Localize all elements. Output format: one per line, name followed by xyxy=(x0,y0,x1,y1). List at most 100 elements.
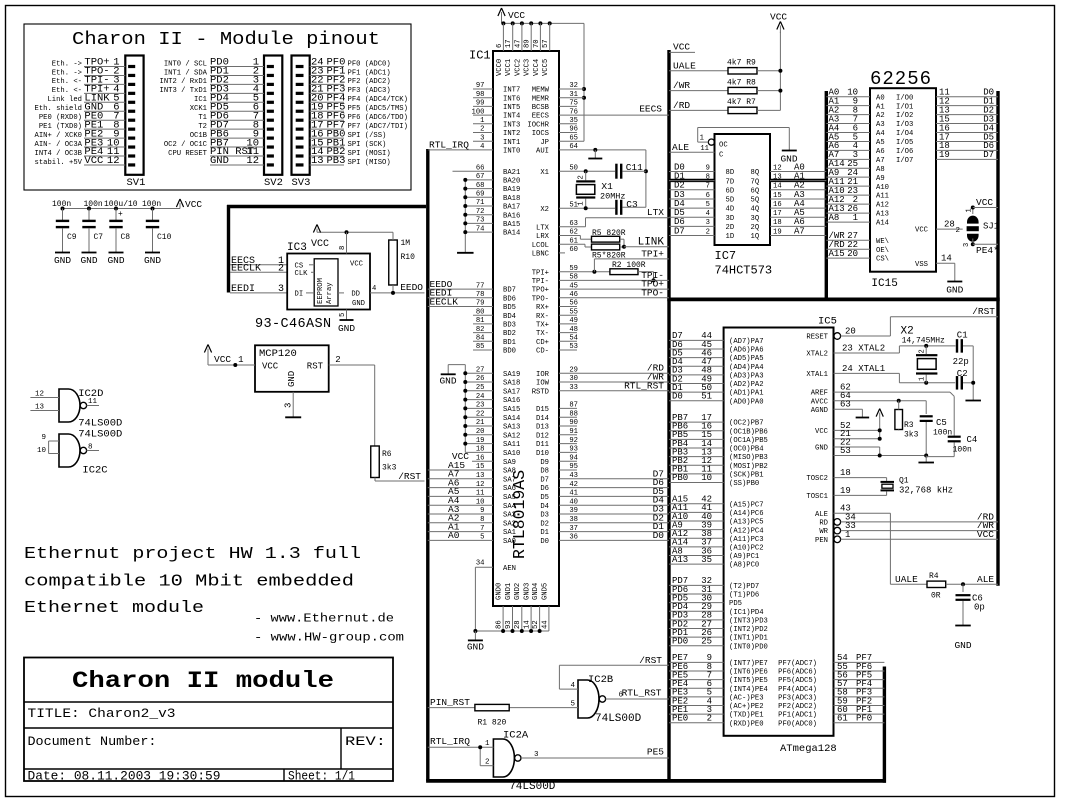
svg-text:RTL8019AS: RTL8019AS xyxy=(510,470,529,559)
svg-text:93: 93 xyxy=(569,446,578,454)
svg-text:54: 54 xyxy=(837,653,848,663)
svg-text:43: 43 xyxy=(569,472,578,480)
svg-text:I/O5: I/O5 xyxy=(896,139,913,147)
svg-text:INT1: INT1 xyxy=(503,139,520,147)
svg-text:VCC2: VCC2 xyxy=(514,59,522,76)
svg-text:A11: A11 xyxy=(829,177,845,187)
svg-text:21: 21 xyxy=(311,84,324,96)
svg-text:30: 30 xyxy=(569,375,578,383)
svg-text:71: 71 xyxy=(476,199,485,207)
svg-text:TOSC2: TOSC2 xyxy=(806,475,828,483)
svg-text:(AD4)PA4: (AD4)PA4 xyxy=(729,364,764,372)
svg-text:28: 28 xyxy=(514,620,522,629)
svg-text:59: 59 xyxy=(837,696,848,706)
svg-text:C6: C6 xyxy=(972,594,983,604)
svg-text:GND: GND xyxy=(84,101,103,113)
svg-text:8: 8 xyxy=(853,105,858,115)
svg-text:1D: 1D xyxy=(726,233,735,241)
svg-text:VCC0: VCC0 xyxy=(496,59,504,76)
svg-text:2: 2 xyxy=(707,714,712,724)
svg-text:7: 7 xyxy=(253,110,259,122)
svg-text:1: 1 xyxy=(845,530,850,540)
svg-text:16: 16 xyxy=(476,454,485,462)
svg-text:PB5: PB5 xyxy=(672,430,688,440)
svg-text:10: 10 xyxy=(847,88,858,98)
svg-text:12: 12 xyxy=(107,155,120,167)
svg-text:A4: A4 xyxy=(876,130,885,138)
svg-text:R1 820: R1 820 xyxy=(478,719,507,728)
svg-text:SA15: SA15 xyxy=(503,406,520,414)
svg-text:A7: A7 xyxy=(876,157,885,165)
svg-text:50: 50 xyxy=(701,383,712,393)
svg-text:3: 3 xyxy=(853,150,858,160)
svg-text:7: 7 xyxy=(480,525,484,533)
svg-text:A8: A8 xyxy=(672,546,683,556)
svg-text:9: 9 xyxy=(253,128,259,140)
svg-text:12: 12 xyxy=(35,391,44,399)
svg-text:1M: 1M xyxy=(401,239,411,248)
svg-text:74LS00D: 74LS00D xyxy=(78,429,122,441)
svg-text:17: 17 xyxy=(773,210,782,218)
svg-text:2: 2 xyxy=(113,66,119,78)
svg-text:PD7: PD7 xyxy=(210,119,229,131)
svg-text:INT3: INT3 xyxy=(503,121,520,129)
svg-text:3: 3 xyxy=(113,75,119,87)
svg-text:1: 1 xyxy=(919,377,927,381)
svg-text:TPI+: TPI+ xyxy=(532,269,549,277)
svg-text:INT7: INT7 xyxy=(503,87,520,95)
svg-text:(IC1)PD4: (IC1)PD4 xyxy=(729,609,764,617)
svg-text:100n: 100n xyxy=(84,200,103,209)
svg-text:Charon II - Module pinout: Charon II - Module pinout xyxy=(72,29,380,50)
svg-text:C2: C2 xyxy=(957,369,968,379)
svg-text:20: 20 xyxy=(845,327,856,337)
svg-text:A5: A5 xyxy=(794,208,805,218)
svg-text:(A9)PC1: (A9)PC1 xyxy=(729,553,759,561)
svg-text:11: 11 xyxy=(107,146,120,158)
svg-text:93-C46ASN: 93-C46ASN xyxy=(255,317,332,332)
svg-text:4: 4 xyxy=(853,141,858,151)
svg-text:59: 59 xyxy=(569,265,578,273)
svg-text:74HCT573: 74HCT573 xyxy=(715,264,773,278)
svg-text:A10: A10 xyxy=(672,512,688,522)
svg-text:A9: A9 xyxy=(876,175,885,183)
svg-text:EEDO: EEDO xyxy=(400,282,423,293)
svg-text:5: 5 xyxy=(339,313,347,317)
svg-text:91: 91 xyxy=(569,428,578,436)
svg-text:GND: GND xyxy=(954,640,971,651)
svg-text:INT4: INT4 xyxy=(503,113,520,121)
svg-text:22: 22 xyxy=(840,438,851,448)
svg-text:T1: T1 xyxy=(198,114,207,122)
svg-text:PF5: PF5 xyxy=(856,670,872,680)
svg-text:PF7: PF7 xyxy=(856,653,872,663)
svg-text:RX-: RX- xyxy=(536,313,549,321)
svg-text:81: 81 xyxy=(476,317,485,325)
svg-text:D0: D0 xyxy=(540,538,549,546)
svg-text:(AD0)PA0: (AD0)PA0 xyxy=(729,398,764,406)
svg-text:SA7: SA7 xyxy=(503,476,516,484)
svg-text:1: 1 xyxy=(238,355,243,365)
svg-text:BD6: BD6 xyxy=(503,295,516,303)
svg-text:(MISO)PB3: (MISO)PB3 xyxy=(729,454,768,462)
svg-text:57: 57 xyxy=(837,679,848,689)
svg-text:19: 19 xyxy=(939,150,950,160)
svg-text:74LS00D: 74LS00D xyxy=(509,781,556,793)
svg-text:(AD6)PA6: (AD6)PA6 xyxy=(729,347,764,355)
svg-text:(A13)PC5: (A13)PC5 xyxy=(729,519,764,527)
svg-text:SPI (/SS): SPI (/SS) xyxy=(348,132,387,140)
svg-text:3Q: 3Q xyxy=(751,215,760,223)
svg-text:52: 52 xyxy=(532,620,540,629)
svg-text:OE\: OE\ xyxy=(876,247,889,255)
svg-text:D0: D0 xyxy=(674,162,685,172)
svg-text:38: 38 xyxy=(701,529,712,539)
svg-text:PF6 (ADC6/TDO): PF6 (ADC6/TDO) xyxy=(348,114,408,122)
svg-text:VCC: VCC xyxy=(915,227,929,235)
svg-text:4: 4 xyxy=(480,143,484,151)
svg-text:44: 44 xyxy=(541,620,549,629)
svg-text:A15: A15 xyxy=(448,460,465,471)
svg-text:52: 52 xyxy=(840,421,851,431)
svg-text:PB7: PB7 xyxy=(672,413,688,423)
svg-text:64: 64 xyxy=(840,391,851,401)
svg-text:SA8: SA8 xyxy=(503,468,516,476)
svg-text:14: 14 xyxy=(524,620,532,629)
svg-text:28: 28 xyxy=(701,611,712,621)
